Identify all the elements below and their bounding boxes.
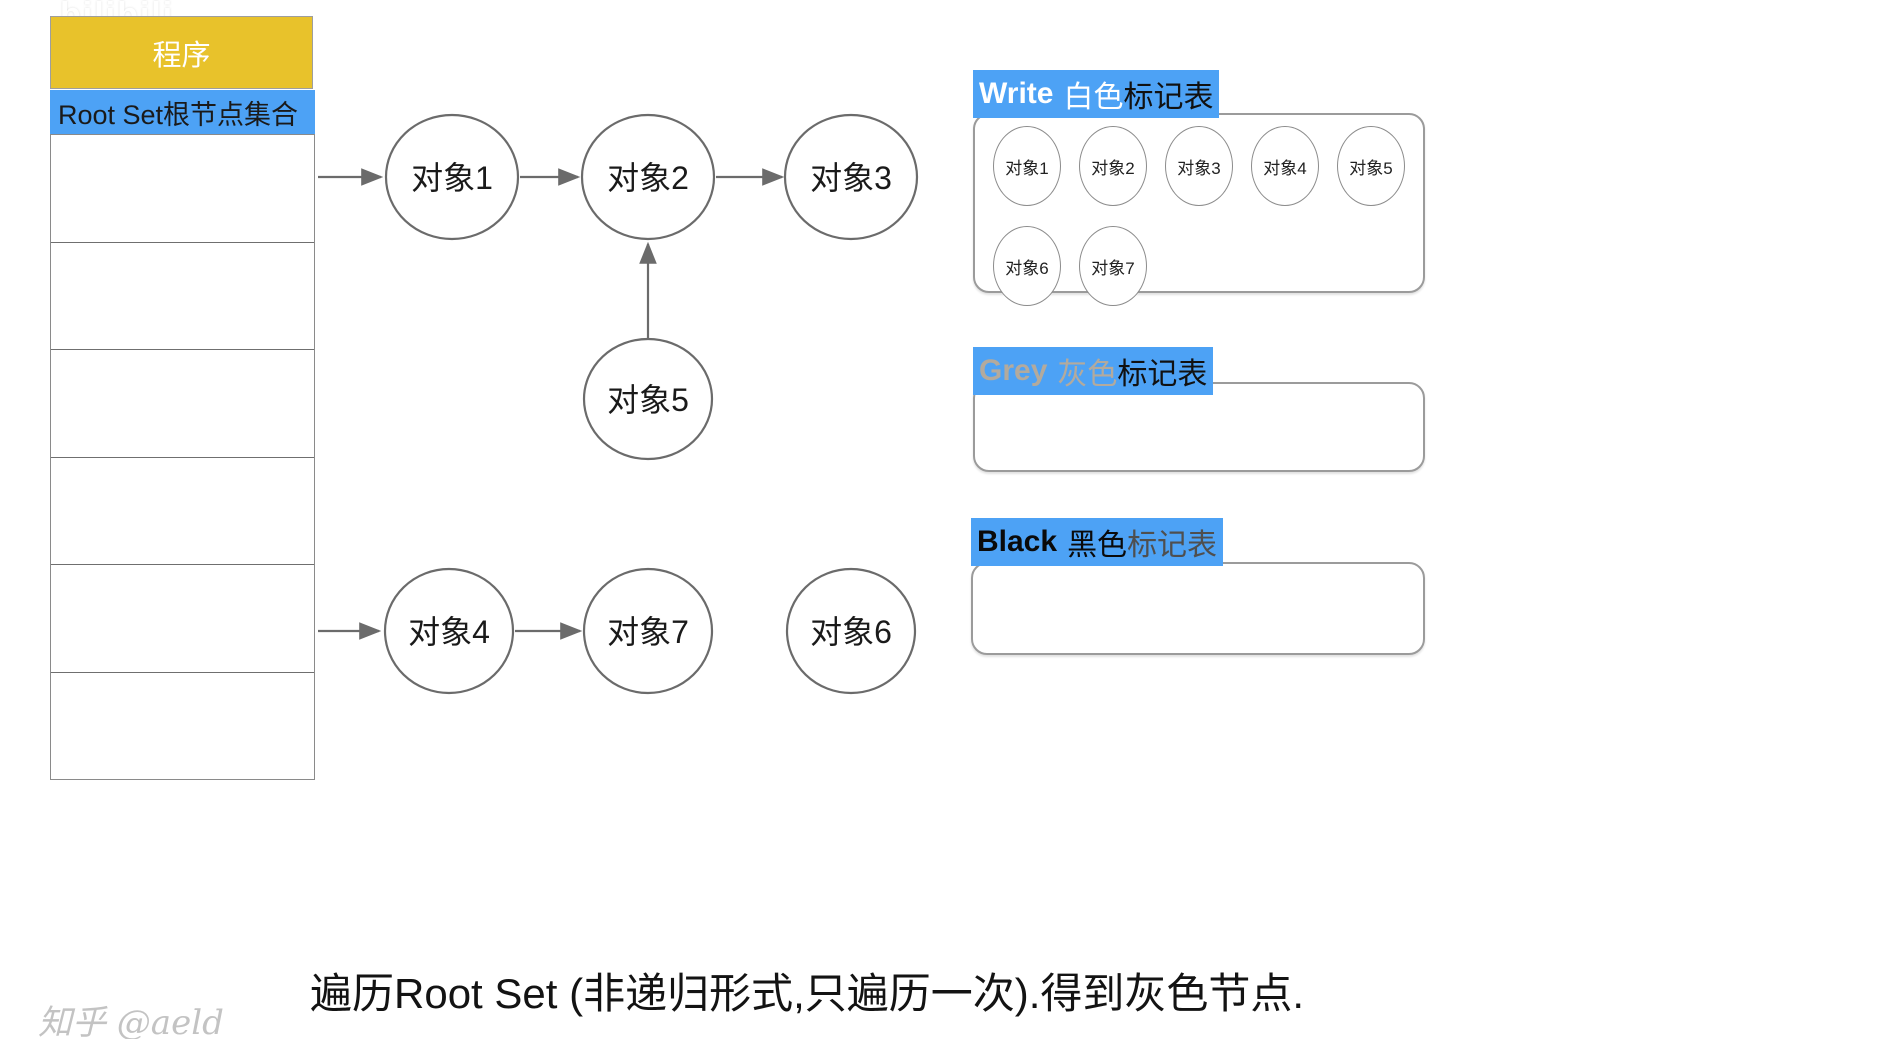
marker-item: 对象6 — [993, 226, 1061, 306]
node-shape — [580, 113, 716, 241]
marker-header-suffix-cn: 标记表 — [1123, 81, 1214, 114]
graph-node-obj1: 对象1 — [384, 113, 520, 241]
marker-table-box-black — [971, 562, 1425, 655]
node-label: 对象3 — [810, 160, 892, 196]
node-label: 对象4 — [408, 614, 490, 650]
marker-item: 对象2 — [1079, 126, 1147, 206]
program-label: 程序 — [152, 39, 211, 72]
graph-nodes: 对象1 对象2 对象3 对象5 对象4 对象7 对象6 — [383, 113, 919, 695]
node-label: 对象5 — [607, 382, 689, 418]
caption-text: 遍历Root Set (非递归形式,只遍历一次).得到灰色节点. — [310, 970, 1305, 1017]
marker-header-color-cn: 灰色 — [1057, 358, 1118, 391]
graph-node-obj7: 对象7 — [582, 567, 714, 695]
root-set-header: Root Set根节点集合 — [50, 90, 315, 134]
graph-node-obj3: 对象3 — [783, 113, 919, 241]
root-set-row — [51, 673, 314, 780]
marker-header-suffix-cn: 标记表 — [1127, 529, 1218, 562]
graph-node-obj5: 对象5 — [582, 337, 714, 461]
graph-node-obj6: 对象6 — [785, 567, 917, 695]
node-label: 对象7 — [607, 614, 689, 650]
node-shape — [582, 567, 714, 695]
graph-edges — [318, 168, 785, 640]
node-shape — [383, 567, 515, 695]
root-set-row — [51, 243, 314, 350]
marker-header-color-cn: 白色 — [1063, 81, 1124, 114]
marker-table-items-white: 对象1 对象2 对象3 对象4 对象5 对象6 对象7 — [993, 126, 1413, 306]
root-set-row — [51, 350, 314, 458]
marker-item: 对象4 — [1251, 126, 1319, 206]
node-shape — [783, 113, 919, 241]
node-label: 对象6 — [810, 614, 892, 650]
marker-table-header-white: Write 白色标记表 — [973, 70, 1220, 118]
node-shape — [582, 337, 714, 461]
marker-header-en: Black — [977, 525, 1058, 558]
node-label: 对象1 — [411, 160, 493, 196]
root-set-row — [51, 135, 314, 243]
marker-header-suffix-cn: 标记表 — [1117, 358, 1208, 391]
node-label: 对象2 — [607, 160, 689, 196]
node-shape — [384, 113, 520, 241]
graph-node-obj4: 对象4 — [383, 567, 515, 695]
node-shape — [785, 567, 917, 695]
program-box: 程序 — [50, 16, 313, 89]
marker-item: 对象7 — [1079, 226, 1147, 306]
author-watermark: 知乎 @aeld — [38, 1003, 224, 1039]
root-set-row — [51, 458, 314, 565]
marker-table-header-grey: Grey 灰色标记表 — [973, 347, 1214, 395]
root-set-table — [50, 134, 315, 780]
root-set-header-label: Root Set根节点集合 — [58, 99, 299, 130]
marker-item: 对象3 — [1165, 126, 1233, 206]
marker-item: 对象1 — [993, 126, 1061, 206]
root-set-row — [51, 565, 314, 673]
marker-header-color-cn: 黑色 — [1067, 529, 1128, 562]
graph-node-obj2: 对象2 — [580, 113, 716, 241]
marker-table-box-grey — [973, 382, 1425, 472]
marker-header-en: Write — [979, 77, 1054, 110]
marker-item: 对象5 — [1337, 126, 1405, 206]
marker-header-en: Grey — [979, 354, 1048, 387]
marker-table-header-black: Black 黑色标记表 — [971, 518, 1224, 566]
